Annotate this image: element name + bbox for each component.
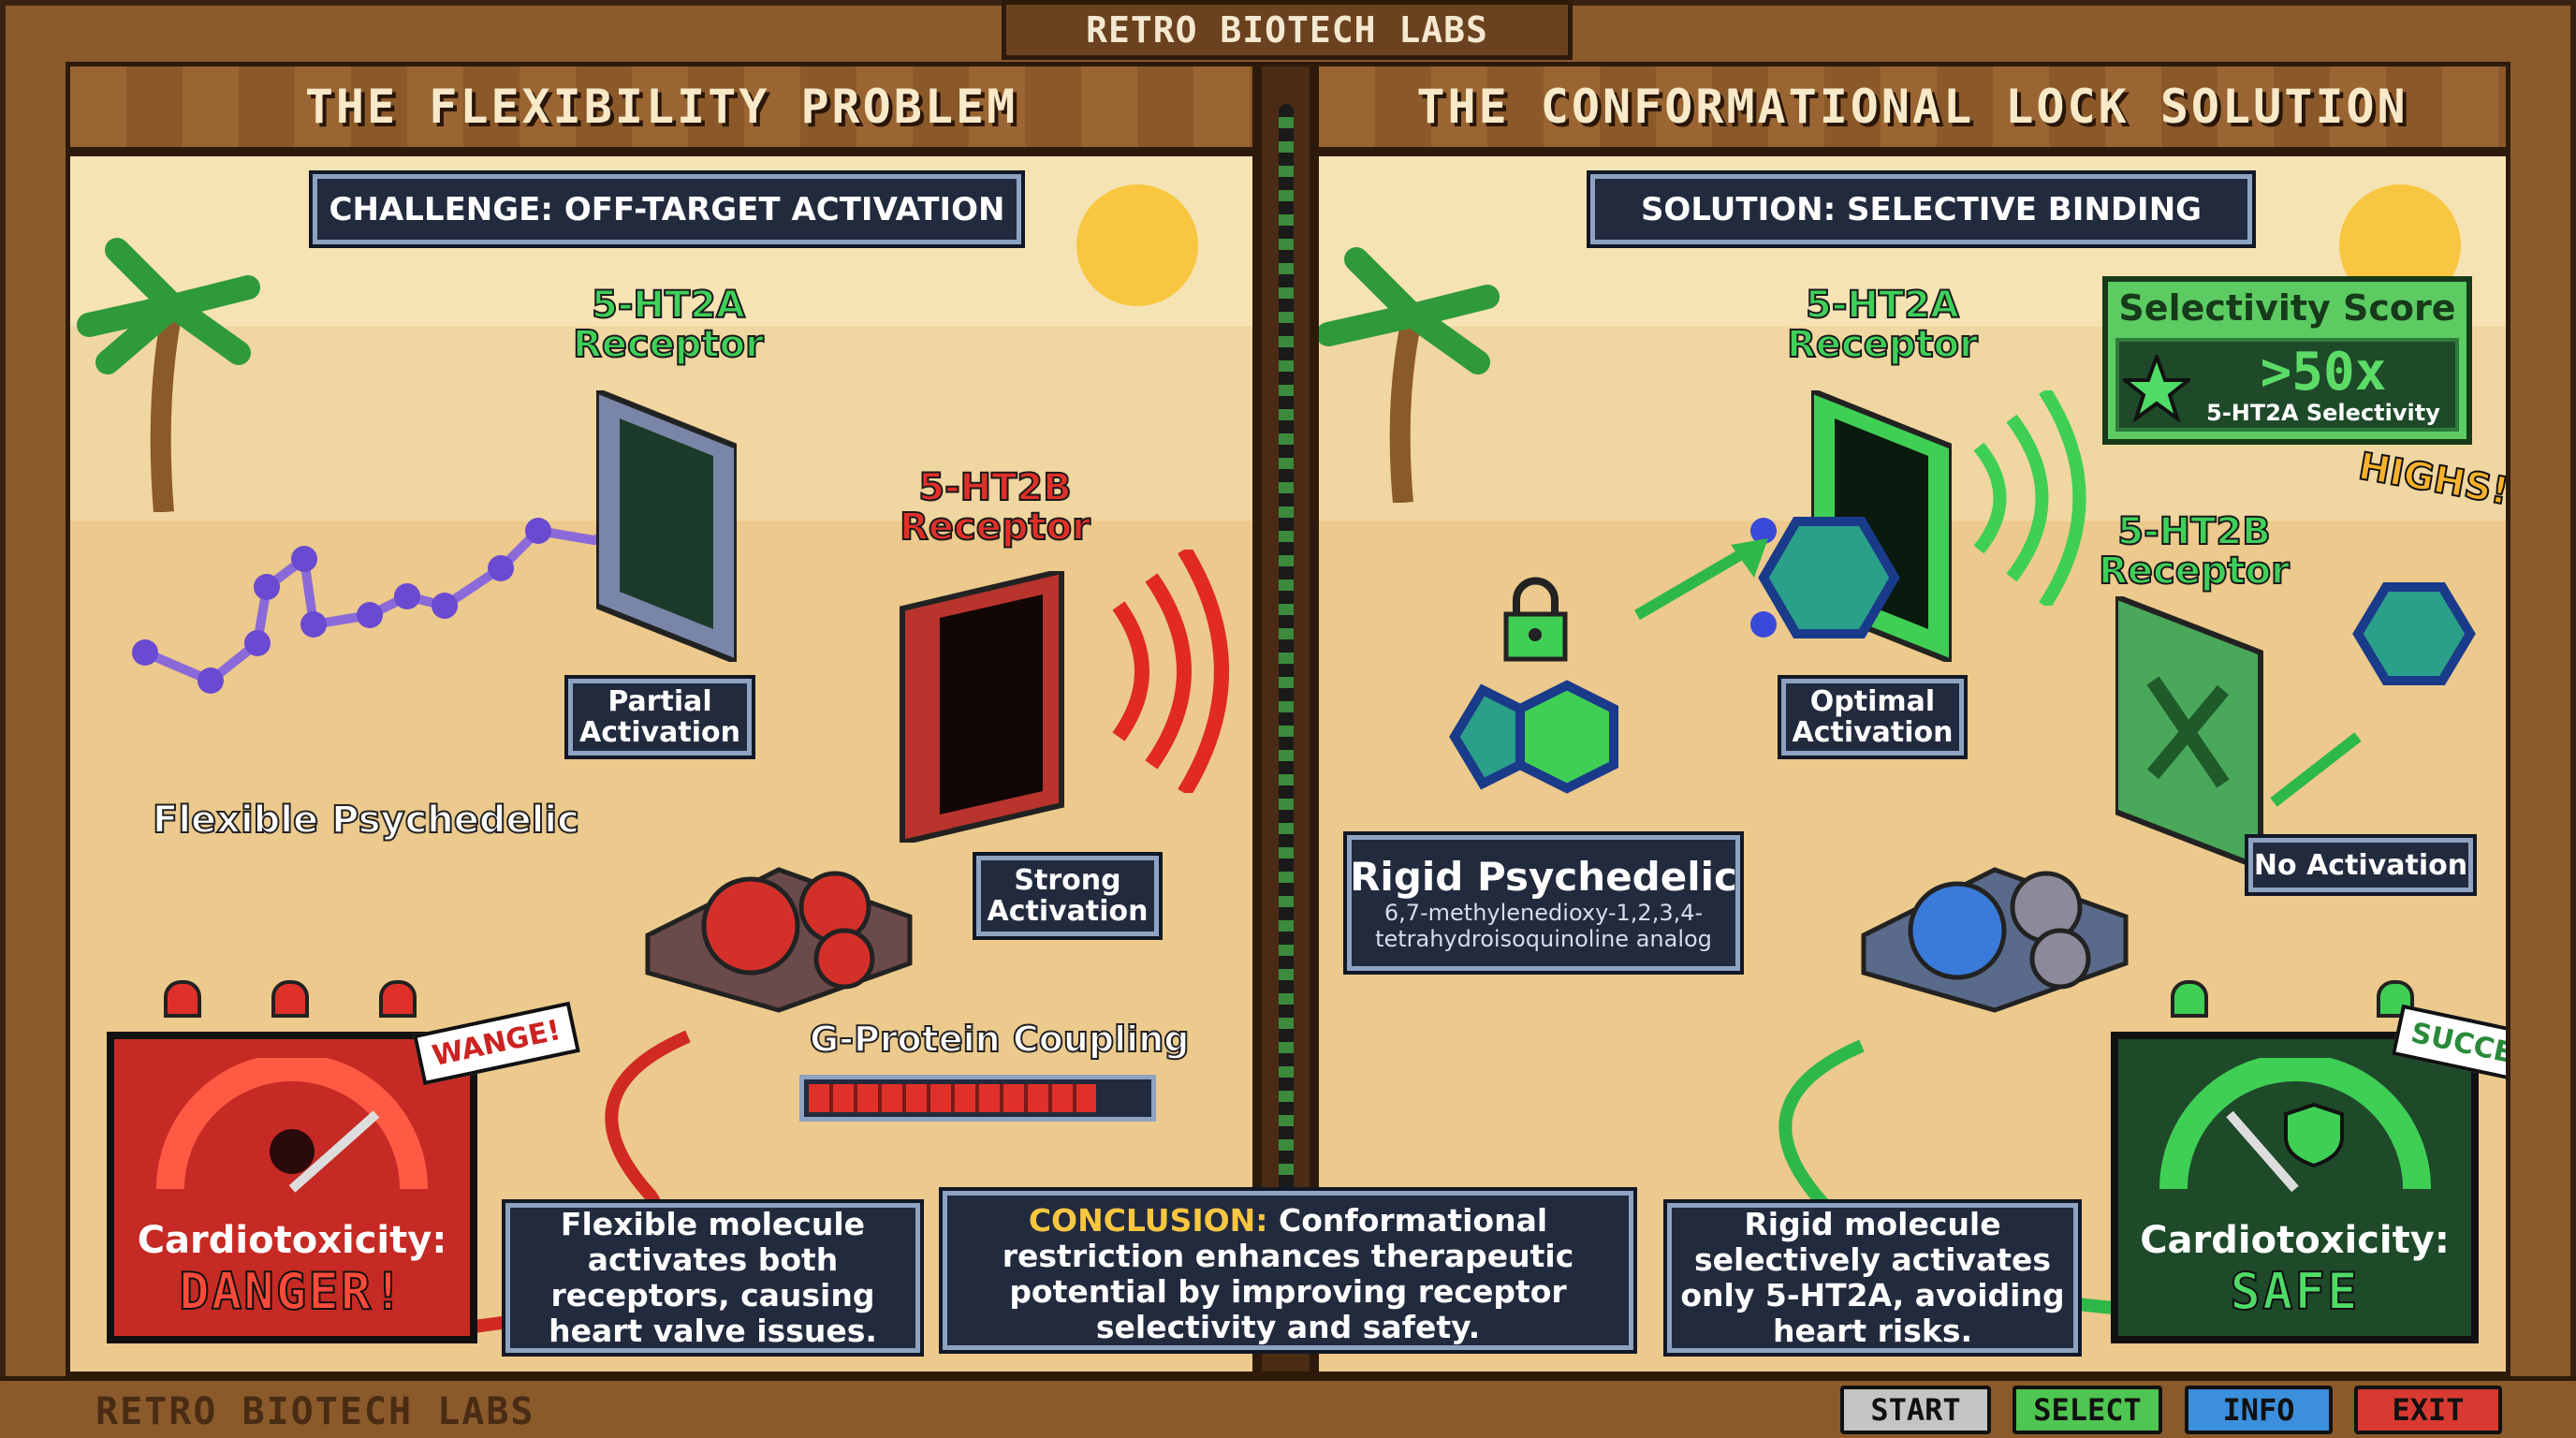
gprotein-label: G-Protein Coupling xyxy=(809,1018,1190,1061)
selectivity-score-card: Selectivity Score >50x 5-HT2A Selectivit… xyxy=(2102,276,2472,445)
skull-icon xyxy=(156,1058,428,1193)
rigid-molecule-icon xyxy=(1449,680,1618,794)
receptor-word: Receptor xyxy=(1786,323,1979,366)
right-explanation: Rigid molecule selectively activates onl… xyxy=(1663,1199,2082,1357)
select-button[interactable]: SELECT xyxy=(2012,1386,2162,1434)
star-icon xyxy=(2123,355,2190,422)
sun-icon xyxy=(1076,184,1198,306)
gauge-value: DANGER! xyxy=(178,1261,405,1322)
gear-icon xyxy=(1861,867,2129,1013)
gear-icon xyxy=(645,867,913,1013)
info-button[interactable]: INFO xyxy=(2185,1386,2333,1434)
gprotein-bar xyxy=(799,1075,1156,1122)
exit-button[interactable]: EXIT xyxy=(2354,1386,2502,1434)
flexible-molecule-icon xyxy=(132,517,635,694)
no-activation-label: No Activation xyxy=(2245,834,2477,896)
receptor-word: Receptor xyxy=(2098,550,2291,593)
receptor-name: 5-HT2B xyxy=(2116,510,2272,553)
highscore-badge: HIGHS! xyxy=(2354,444,2510,514)
rigid-molecule-title: Rigid Psychedelic xyxy=(1350,854,1737,900)
status-line: Strong xyxy=(1014,864,1121,897)
right-header: THE CONFORMATIONAL LOCK SOLUTION xyxy=(1314,62,2510,152)
selectivity-subtitle: 5-HT2A Selectivity xyxy=(2206,400,2440,426)
alarm-light-icon xyxy=(271,980,309,1018)
shield-icon xyxy=(2159,1058,2431,1193)
lock-icon xyxy=(1503,577,1568,662)
closed-door-receptor-icon xyxy=(2115,596,2263,868)
cardiotoxicity-safe-gauge: Cardiotoxicity: SAFE xyxy=(2111,1032,2479,1343)
flexible-molecule-label: Flexible Psychedelic xyxy=(152,798,580,843)
gprotein-bar-fill xyxy=(809,1084,1096,1112)
red-door-receptor-icon xyxy=(900,571,1064,843)
gauge-title: Cardiotoxicity: xyxy=(137,1219,447,1262)
rigid-molecule-name-line: tetrahydroisoquinoline analog xyxy=(1375,926,1712,952)
signal-waves-icon xyxy=(1973,390,2086,606)
footer-brand: RETRO BIOTECH LABS xyxy=(95,1390,535,1433)
status-line: Partial xyxy=(607,685,712,718)
status-line: Activation xyxy=(987,895,1149,928)
challenge-banner: CHALLENGE: OFF-TARGET ACTIVATION xyxy=(309,170,1025,248)
gauge-value: SAFE xyxy=(2229,1261,2360,1322)
left-explanation: Flexible molecule activates both recepto… xyxy=(502,1199,924,1357)
door-receptor-icon xyxy=(596,390,737,662)
left-panel: Flexible Psychedelic CHALLENGE: OFF-TARG… xyxy=(66,152,1257,1376)
conclusion-text: Conformational restriction enhances ther… xyxy=(1002,1202,1574,1345)
receptor-name: 5-HT2A xyxy=(591,284,746,327)
receptor-name: 5-HT2A xyxy=(1805,284,1960,327)
conclusion-box: CONCLUSION: Conformational restriction e… xyxy=(939,1187,1637,1354)
status-line: Activation xyxy=(578,716,741,749)
solution-banner: SOLUTION: SELECTIVE BINDING xyxy=(1587,170,2256,248)
alarm-light-icon xyxy=(379,980,417,1018)
left-header: THE FLEXIBILITY PROBLEM xyxy=(66,62,1257,152)
rigid-molecule-card: Rigid Psychedelic 6,7-methylenedioxy-1,2… xyxy=(1343,831,1744,975)
unbound-molecule-icon xyxy=(2270,582,2476,807)
rigid-molecule-name-line: 6,7-methylenedioxy-1,2,3,4- xyxy=(1383,900,1704,926)
gauge-title: Cardiotoxicity: xyxy=(2140,1219,2450,1262)
receptor-word: Receptor xyxy=(572,323,765,366)
receptor-name: 5-HT2B xyxy=(917,466,1073,509)
start-button[interactable]: START xyxy=(1840,1386,1991,1434)
selectivity-title: Selectivity Score xyxy=(2118,287,2456,329)
status-line: Activation xyxy=(1792,716,1954,749)
cardiotoxicity-danger-gauge: Cardiotoxicity: DANGER! xyxy=(107,1032,477,1343)
receptor-word: Receptor xyxy=(899,506,1091,549)
app-title: RETRO BIOTECH LABS xyxy=(1002,0,1573,60)
arrow-icon xyxy=(1633,538,1768,621)
alarm-light-icon xyxy=(164,980,201,1018)
alarm-light-icon xyxy=(2171,980,2208,1018)
signal-waves-icon xyxy=(1112,550,1229,793)
bound-molecule-icon xyxy=(1750,517,1900,638)
palm-tree-icon xyxy=(1319,247,1500,503)
conclusion-label: CONCLUSION: xyxy=(1028,1202,1268,1239)
status-line: Optimal xyxy=(1809,685,1936,718)
selectivity-value: >50x xyxy=(2260,342,2387,403)
center-divider xyxy=(1257,62,1314,1376)
palm-tree-icon xyxy=(77,238,260,512)
